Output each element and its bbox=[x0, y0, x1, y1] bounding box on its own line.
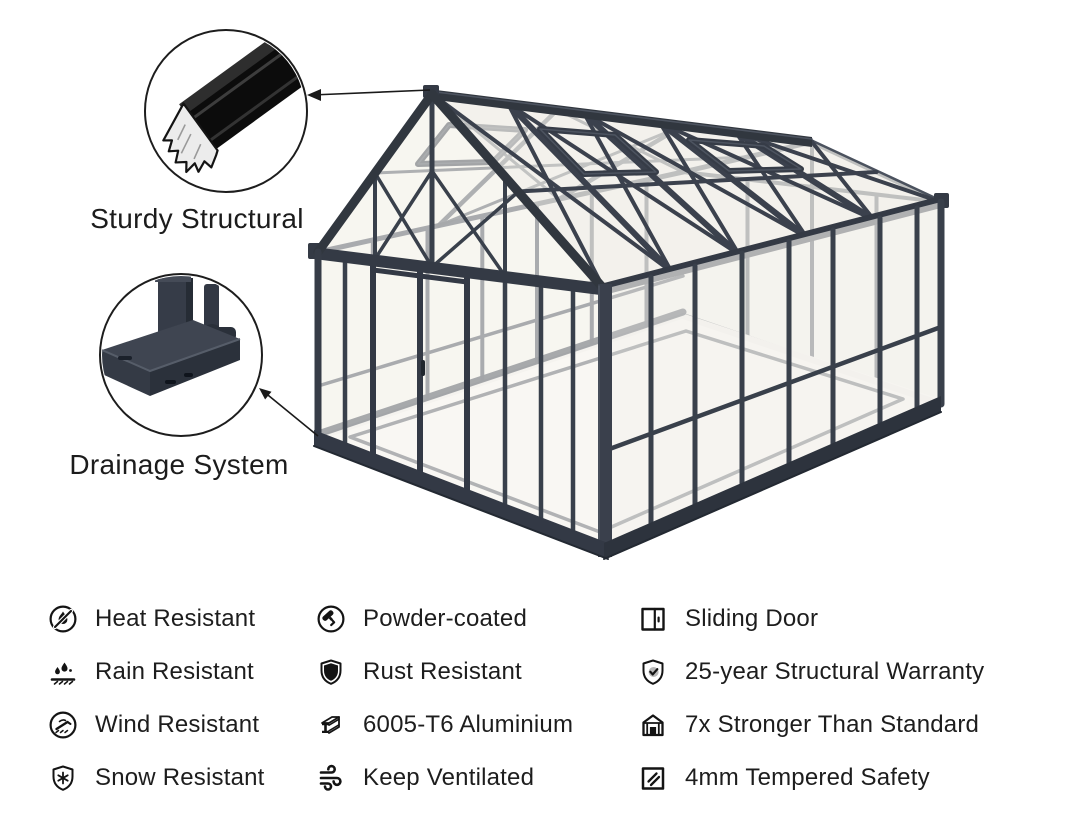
feature-label: 6005-T6 Aluminium bbox=[363, 711, 574, 738]
feature-column-3: Sliding Door 25-year Structural Warranty bbox=[638, 604, 984, 793]
feature-item: 4mm Tempered Safety bbox=[638, 763, 984, 793]
tempered-glass-icon bbox=[638, 763, 668, 793]
rain-icon bbox=[48, 657, 78, 687]
feature-item: 6005-T6 Aluminium bbox=[316, 710, 573, 740]
feature-label: 4mm Tempered Safety bbox=[685, 764, 930, 791]
feature-label: Keep Ventilated bbox=[363, 764, 535, 791]
greenhouse-scene bbox=[99, 29, 949, 560]
roof-vent-window bbox=[686, 137, 804, 174]
feature-column-2: Powder-coated Rust Resistant 6005-T6 A bbox=[316, 604, 573, 793]
product-diagram: Sturdy Structural Drainage System bbox=[69, 29, 949, 560]
feature-item: Keep Ventilated bbox=[316, 763, 573, 793]
door-handle bbox=[421, 360, 425, 376]
roof-vent-window bbox=[537, 126, 659, 177]
feature-item: Rain Resistant bbox=[48, 657, 265, 687]
greenhouse-icon bbox=[638, 710, 668, 740]
feature-item: Snow Resistant bbox=[48, 763, 265, 793]
feature-item: 7x Stronger Than Standard bbox=[638, 710, 984, 740]
feature-item: Sliding Door bbox=[638, 604, 984, 634]
greenhouse-door bbox=[370, 256, 470, 500]
feature-item: Rust Resistant bbox=[316, 657, 573, 687]
wind-circle-icon bbox=[48, 710, 78, 740]
shield-check-icon bbox=[638, 657, 668, 687]
feature-label: 25-year Structural Warranty bbox=[685, 658, 985, 685]
feature-item: 25-year Structural Warranty bbox=[638, 657, 984, 687]
paint-roller-icon bbox=[316, 604, 346, 634]
feature-item: Heat Resistant bbox=[48, 604, 265, 634]
snowflake-shield-icon bbox=[48, 763, 78, 793]
feature-item: Wind Resistant bbox=[48, 710, 265, 740]
drainage-callout-arrow bbox=[259, 388, 319, 437]
feature-label: Rain Resistant bbox=[95, 658, 254, 685]
metal-profile-icon bbox=[316, 710, 346, 740]
feature-label: Snow Resistant bbox=[95, 764, 265, 791]
feature-column-1: Heat Resistant Rain Resistant bbox=[48, 604, 265, 793]
drainage-system-image bbox=[102, 276, 241, 396]
feature-label: 7x Stronger Than Standard bbox=[685, 711, 980, 738]
solid-shield-icon bbox=[316, 657, 346, 687]
feature-label: Sliding Door bbox=[685, 605, 819, 632]
drainage-system-label: Drainage System bbox=[69, 449, 289, 480]
feature-label: Rust Resistant bbox=[363, 658, 522, 685]
drainage-system-thumbnail bbox=[99, 273, 263, 437]
airflow-icon bbox=[316, 763, 346, 793]
feature-label: Wind Resistant bbox=[95, 711, 260, 738]
sliding-door-icon bbox=[638, 604, 668, 634]
feature-label: Powder-coated bbox=[363, 605, 528, 632]
feature-label: Heat Resistant bbox=[95, 605, 256, 632]
greenhouse-illustration bbox=[308, 85, 949, 560]
no-fire-icon bbox=[48, 604, 78, 634]
feature-item: Powder-coated bbox=[316, 604, 573, 634]
sturdy-callout-arrow bbox=[307, 89, 431, 101]
sturdy-structural-label: Sturdy Structural bbox=[90, 203, 304, 234]
